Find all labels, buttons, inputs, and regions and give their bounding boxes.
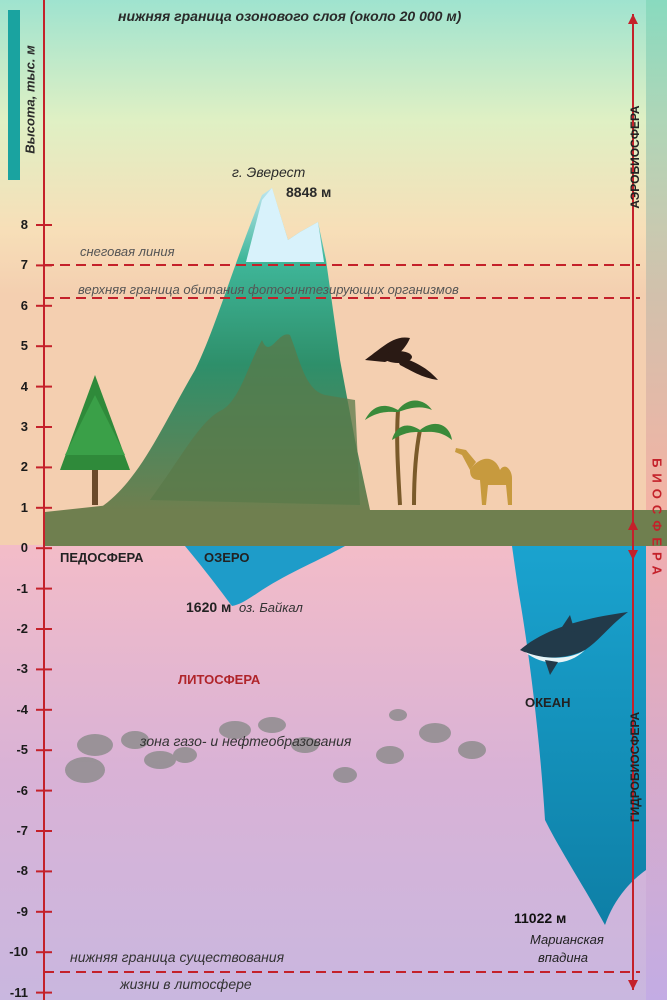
axis-tick-label: 7 — [0, 257, 28, 272]
lithosphere-label: ЛИТОСФЕРА — [178, 672, 260, 687]
aerobiosphere-label: АЭРОБИОСФЕРА — [628, 87, 642, 227]
lower-life-limit-line2: жизни в литосфере — [120, 976, 252, 992]
ocean-label: ОКЕАН — [525, 695, 571, 710]
axis-tick-label: 5 — [0, 338, 28, 353]
baikal-depth-label: 1620 м — [186, 599, 231, 615]
axis-title-bar — [8, 10, 20, 180]
pedosphere-label: ПЕДОСФЕРА — [60, 550, 143, 565]
axis-tick-label: -10 — [0, 944, 28, 959]
axis-tick-label: -7 — [0, 823, 28, 838]
axis-tick-label: -6 — [0, 783, 28, 798]
axis-tick-label: -8 — [0, 863, 28, 878]
axis-title: Высота, тыс. м — [23, 25, 38, 175]
axis-tick-label: 8 — [0, 217, 28, 232]
lake-label: ОЗЕРО — [204, 550, 250, 565]
axis-tick-label: -11 — [0, 985, 28, 1000]
mariana-name-line2: впадина — [538, 950, 588, 965]
axis-tick-label: 3 — [0, 419, 28, 434]
axis-tick-label: 1 — [0, 500, 28, 515]
axis-tick-label: 6 — [0, 298, 28, 313]
axis-tick-label: -9 — [0, 904, 28, 919]
axis-tick-label: -4 — [0, 702, 28, 717]
axis-tick-label: 2 — [0, 459, 28, 474]
gas-oil-zone-label: зона газо- и нефтеобразования — [140, 733, 351, 749]
biosphere-label: БИОСФЕРА — [650, 450, 665, 590]
axis-tick-label: -5 — [0, 742, 28, 757]
snow-line-label: снеговая линия — [80, 244, 175, 259]
axis-tick-label: -2 — [0, 621, 28, 636]
photosynth-limit-label: верхняя граница обитания фотосинтезирующ… — [78, 282, 459, 297]
axis-tick-label: 4 — [0, 379, 28, 394]
ozone-boundary-label: нижняя граница озонового слоя (около 20 … — [118, 8, 461, 24]
baikal-name-label: оз. Байкал — [239, 600, 303, 615]
mariana-name-line1: Марианская — [530, 932, 604, 947]
mariana-depth-label: 11022 м — [514, 910, 566, 926]
everest-name-label: г. Эверест — [232, 164, 305, 180]
lower-life-limit-line1: нижняя граница существования — [70, 949, 284, 965]
everest-height-label: 8848 м — [286, 184, 331, 200]
hydrobiosphere-label: ГИДРОБИОСФЕРА — [628, 682, 642, 852]
axis-tick-label: -1 — [0, 581, 28, 596]
axis-tick-label: 0 — [0, 540, 28, 555]
axis-tick-label: -3 — [0, 661, 28, 676]
